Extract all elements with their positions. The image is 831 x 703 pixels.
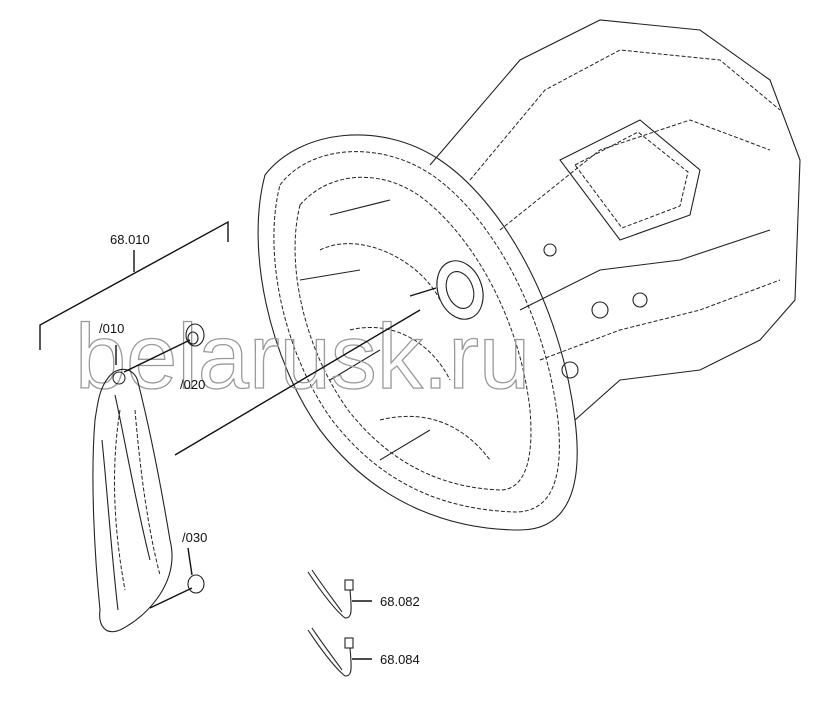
bushing-030 [187,574,205,594]
label-020: /020 [180,377,205,392]
assembly-bracket [39,220,229,350]
leader-030 [187,547,193,576]
gearbox-housing [257,19,801,531]
label-010: /010 [99,321,124,336]
bushing-020 [185,323,205,347]
label-68-082: 68.082 [380,594,420,609]
leader-lines [123,287,437,609]
watermark: belarusk.ru [75,306,530,408]
clip-68-082 [307,569,372,619]
label-68-084: 68.084 [380,652,420,667]
label-030: /030 [182,530,207,545]
release-fork [92,368,173,633]
clip-68-084 [307,627,372,677]
label-68-010: 68.010 [110,232,150,247]
